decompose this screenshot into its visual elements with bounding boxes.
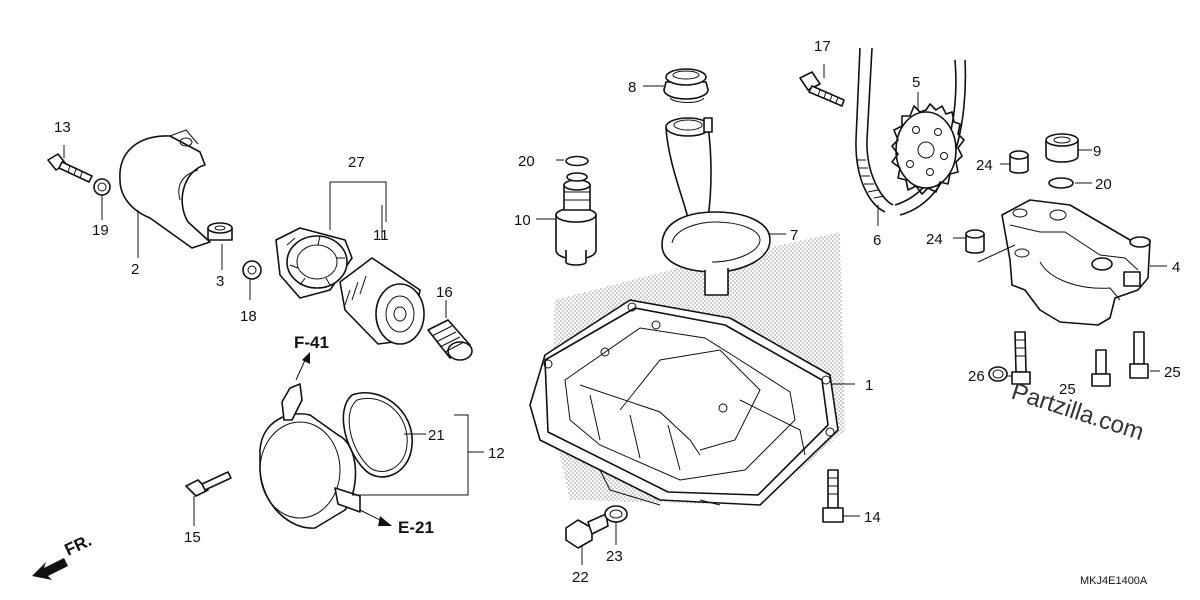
oil-pump-part-4[interactable] — [1001, 199, 1151, 326]
callout-19: 19 — [92, 222, 109, 239]
reference-e21: E-21 — [359, 509, 434, 537]
callout-17: 17 — [814, 38, 831, 55]
callout-13: 13 — [54, 119, 71, 136]
valve-part-10[interactable] — [555, 172, 597, 266]
front-arrow-icon — [32, 558, 68, 580]
drain-bolt-part-22[interactable] — [565, 513, 609, 549]
sprocket-part-5[interactable] — [891, 103, 965, 195]
washer-part-26[interactable] — [988, 366, 1008, 382]
arrow-right-icon — [378, 516, 392, 526]
bolt-part-25-left[interactable] — [1011, 331, 1031, 385]
callout-11: 11 — [373, 227, 389, 244]
front-indicator: FR. — [32, 531, 95, 580]
callout-22: 22 — [572, 569, 589, 586]
filter-cartridge-part-27[interactable] — [275, 227, 353, 299]
front-label: FR. — [62, 531, 95, 560]
callout-24a: 24 — [976, 157, 993, 174]
callout-1: 1 — [865, 377, 873, 394]
oil-cooler-part-12[interactable] — [259, 383, 361, 529]
arrow-up-icon — [302, 352, 310, 364]
callout-18: 18 — [240, 308, 257, 325]
callout-26: 26 — [968, 368, 985, 385]
watermark: Partzilla.com — [1008, 378, 1147, 446]
callout-5: 5 — [912, 74, 920, 91]
plug-part-3[interactable] — [207, 222, 233, 241]
callout-12: 12 — [488, 445, 505, 462]
o-ring-part-21[interactable] — [342, 392, 413, 478]
callout-4: 4 — [1172, 259, 1180, 276]
callout-numbers: 1 2 3 4 5 6 7 8 9 10 11 12 13 14 15 16 1… — [54, 38, 1181, 586]
bolt-part-25-mid[interactable] — [1091, 349, 1111, 387]
bolt-part-25-right[interactable] — [1129, 331, 1149, 379]
bolt-part-14[interactable] — [822, 469, 844, 523]
washer-part-18[interactable] — [242, 260, 262, 280]
callout-20a: 20 — [518, 153, 535, 170]
callout-23: 23 — [606, 548, 623, 565]
callout-8: 8 — [628, 79, 636, 96]
dowel-pin-part-24a[interactable] — [1009, 150, 1029, 174]
callout-7: 7 — [790, 227, 798, 244]
callout-9: 9 — [1093, 143, 1101, 160]
ref-e21-label: E-21 — [398, 518, 434, 537]
leader-lines — [63, 64, 1167, 565]
diagram-code: MKJ4E1400A — [1080, 575, 1148, 587]
oil-filter-part-11[interactable] — [339, 257, 425, 345]
dowel-pin-part-24b[interactable] — [965, 229, 985, 254]
callout-27: 27 — [348, 154, 365, 171]
seal-part-8[interactable] — [663, 68, 709, 103]
callout-6: 6 — [873, 232, 881, 249]
bolt-part-17[interactable] — [799, 71, 845, 107]
callout-16: 16 — [436, 284, 453, 301]
callout-2: 2 — [131, 261, 139, 278]
fitting-part-16[interactable] — [427, 319, 473, 361]
collar-part-9[interactable] — [1045, 133, 1079, 163]
cover-part-2[interactable] — [119, 129, 211, 249]
ref-f41-label: F-41 — [294, 333, 329, 352]
bolt-part-15[interactable] — [185, 471, 232, 497]
callout-15: 15 — [184, 529, 201, 546]
callout-24b: 24 — [926, 231, 943, 248]
callout-3: 3 — [216, 273, 224, 290]
reference-f41: F-41 — [294, 333, 329, 381]
callout-14: 14 — [864, 509, 881, 526]
callout-21: 21 — [428, 427, 445, 444]
washer-part-19[interactable] — [93, 178, 111, 196]
callout-10: 10 — [514, 212, 531, 229]
callout-25a: 25 — [1059, 381, 1076, 398]
washer-part-23[interactable] — [604, 505, 628, 523]
bolt-part-13[interactable] — [47, 153, 93, 183]
oil-pan-part-1[interactable] — [529, 299, 839, 506]
callout-20b: 20 — [1095, 176, 1112, 193]
oil-strainer-part-7[interactable] — [661, 117, 771, 296]
callout-25b: 25 — [1164, 364, 1181, 381]
o-ring-part-20a[interactable] — [565, 155, 589, 167]
o-ring-part-20b[interactable] — [1048, 177, 1074, 189]
